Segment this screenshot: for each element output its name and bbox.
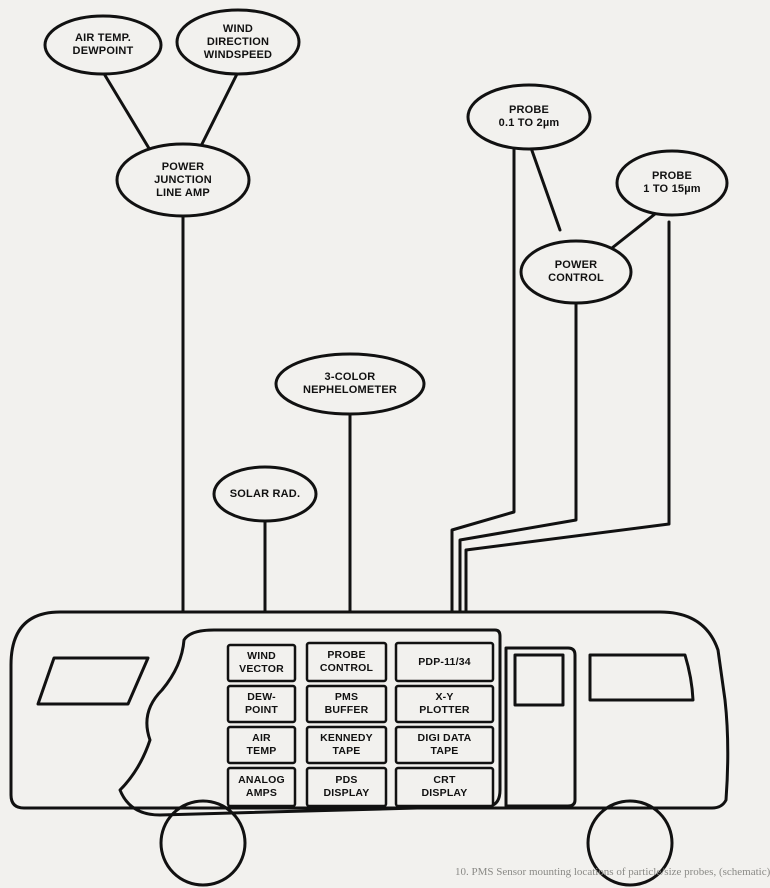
label-power-control: POWER CONTROL xyxy=(548,259,604,284)
label-kennedy-tape: KENNEDY TAPE xyxy=(320,732,373,757)
van-instrumentation-diagram xyxy=(9,8,730,887)
figure-caption: 10. PMS Sensor mounting locations of par… xyxy=(455,866,770,878)
van-wheel-rear xyxy=(159,799,247,887)
van-wheel-front xyxy=(586,799,674,887)
label-wind-vector: WIND VECTOR xyxy=(239,650,284,675)
box-kennedy-tape xyxy=(305,725,388,765)
van-interior-cutaway xyxy=(118,628,502,817)
ellipse-wind xyxy=(175,8,301,76)
box-xy-plotter xyxy=(394,684,495,724)
ellipse-nephelometer xyxy=(274,352,426,416)
connector-wind-junction xyxy=(198,70,240,150)
ellipse-probe-small xyxy=(466,83,592,151)
label-nephelometer: 3-COLOR NEPHELOMETER xyxy=(302,371,398,396)
van-side-window-front xyxy=(36,656,150,706)
label-dew-point: DEW- POINT xyxy=(244,691,279,716)
ellipse-power-control xyxy=(519,239,633,305)
van-window-rear-1 xyxy=(513,653,565,707)
label-analog-amps: ANALOG AMPS xyxy=(238,774,285,799)
box-wind-vector xyxy=(226,643,297,683)
label-digi-data-tape: DIGI DATA TAPE xyxy=(417,732,472,757)
label-probe-small: PROBE 0.1 TO 2µm xyxy=(498,104,560,129)
ellipse-probe-large xyxy=(615,149,729,217)
van-body xyxy=(9,610,730,810)
connector-probe-small-power xyxy=(528,143,562,232)
cable-probe-large xyxy=(464,220,671,614)
label-power-junction: POWER JUNCTION LINE AMP xyxy=(154,160,212,199)
van-window-rear-2 xyxy=(588,653,695,702)
box-analog-amps xyxy=(226,766,297,808)
ellipse-air-temp xyxy=(43,14,163,76)
connector-airtemp-junction xyxy=(101,70,152,152)
ellipse-solar-rad xyxy=(212,465,318,523)
label-xy-plotter: X-Y PLOTTER xyxy=(419,691,470,716)
box-digi-data-tape xyxy=(394,725,495,765)
diagram-stage: AIR TEMP. DEWPOINT WIND DIRECTION WINDSP… xyxy=(9,8,770,887)
label-pds-display: PDS DISPLAY xyxy=(323,774,370,799)
box-air-temp xyxy=(226,725,297,765)
van-door xyxy=(504,646,577,808)
connector-probe-large-power xyxy=(610,208,662,250)
label-pdp: PDP-11/34 xyxy=(418,655,471,668)
cable-probe-small xyxy=(450,144,516,614)
box-crt-display xyxy=(394,766,495,808)
label-pms-buffer: PMS BUFFER xyxy=(324,691,369,716)
box-probe-control xyxy=(305,641,388,683)
label-probe-control: PROBE CONTROL xyxy=(319,649,374,674)
cable-power-control xyxy=(458,298,578,614)
label-air-temp-box: AIR TEMP xyxy=(246,732,277,757)
ellipse-power-junction xyxy=(115,142,251,218)
box-pds-display xyxy=(305,766,388,808)
label-solar-rad: SOLAR RAD. xyxy=(229,487,301,500)
label-probe-large: PROBE 1 TO 15µm xyxy=(643,170,701,195)
label-wind-direction: WIND DIRECTION WINDSPEED xyxy=(203,22,273,61)
box-pdp xyxy=(394,641,495,683)
label-air-temp-dewpoint: AIR TEMP. DEWPOINT xyxy=(72,32,134,57)
box-pms-buffer xyxy=(305,684,388,724)
label-crt-display: CRT DISPLAY xyxy=(421,774,468,799)
box-dew-point xyxy=(226,684,297,724)
